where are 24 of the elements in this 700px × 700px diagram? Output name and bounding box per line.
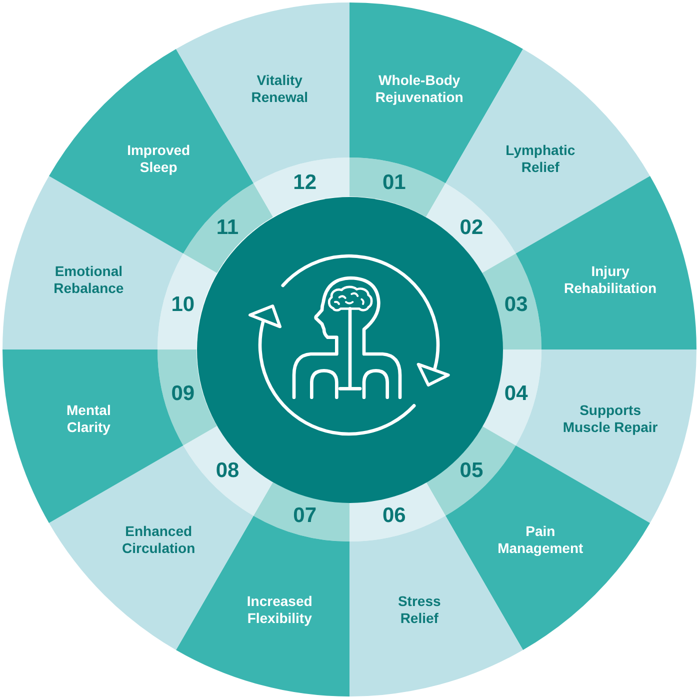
segment-number: 07 — [293, 504, 317, 528]
segment-number: 12 — [293, 170, 317, 195]
segment-label: Emotional Rebalance — [52, 262, 125, 297]
segment-label: Vitality Renewal — [250, 72, 309, 106]
segment-number: 05 — [460, 459, 484, 484]
segment-label: Pain Management — [496, 523, 584, 558]
segment-label: Stress Relief — [397, 593, 442, 628]
segment-number: 06 — [382, 504, 406, 528]
segment-number: 11 — [216, 216, 239, 240]
segment-number: 04 — [504, 382, 528, 406]
segment-number: 08 — [216, 459, 240, 484]
segment-label: Injury Rehabilitation — [563, 262, 658, 297]
segment-number: 02 — [460, 216, 484, 240]
segment-label: Whole-Body Rejuvenation — [374, 72, 464, 106]
segment-number: 03 — [504, 292, 528, 317]
segment-label: Improved Sleep — [126, 142, 192, 176]
segment-number: 10 — [171, 292, 195, 317]
segment-label: Supports Muscle Repair — [562, 402, 658, 436]
segment-number: 01 — [382, 170, 406, 195]
segment-label: Increased Flexibility — [246, 593, 314, 628]
segment-label: Enhanced Circulation — [121, 523, 196, 558]
segment-number: 09 — [171, 382, 195, 406]
segment-label: Lymphatic Relief — [504, 142, 576, 176]
segment-label: Mental Clarity — [66, 402, 112, 436]
